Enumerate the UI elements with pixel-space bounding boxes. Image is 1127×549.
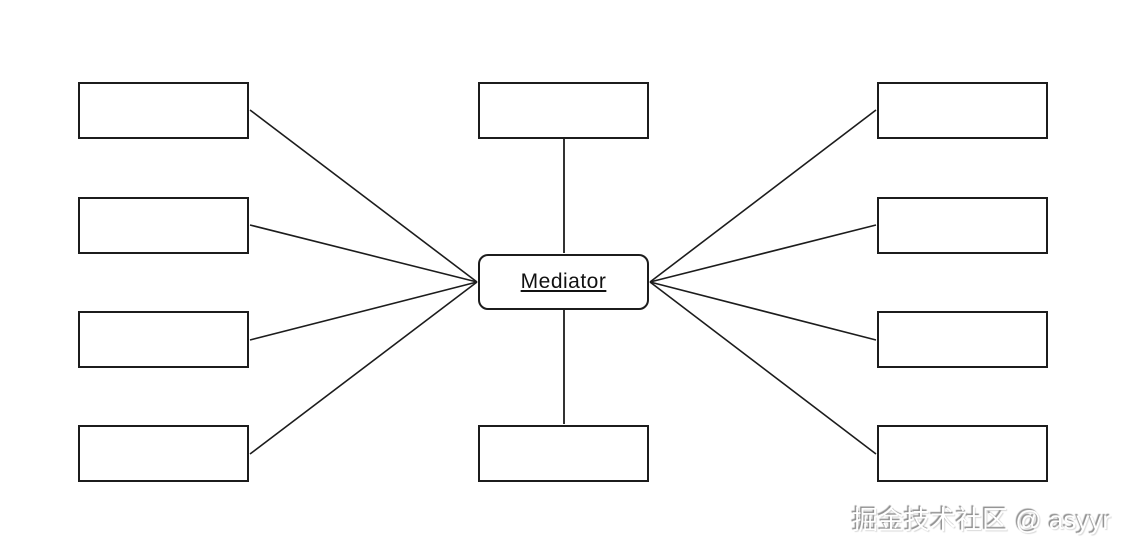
connector-left-1 bbox=[249, 109, 478, 283]
colleague-box-left-4 bbox=[78, 425, 249, 482]
connector-right-4 bbox=[649, 281, 877, 455]
connector-left-2 bbox=[249, 224, 478, 283]
connector-left-3 bbox=[249, 281, 478, 341]
colleague-box-top-center bbox=[478, 82, 649, 139]
colleague-box-right-3 bbox=[877, 311, 1048, 368]
colleague-box-right-4 bbox=[877, 425, 1048, 482]
colleague-box-right-1 bbox=[877, 82, 1048, 139]
colleague-box-left-3 bbox=[78, 311, 249, 368]
colleague-box-left-2 bbox=[78, 197, 249, 254]
connector-left-4 bbox=[249, 281, 478, 455]
connector-right-2 bbox=[649, 224, 877, 283]
connector-right-1 bbox=[649, 109, 877, 283]
watermark-text: 掘金技术社区 @ asyyr bbox=[852, 505, 1111, 535]
colleague-box-bottom-center bbox=[478, 425, 649, 482]
mediator-label: Mediator bbox=[520, 270, 607, 293]
connector-right-3 bbox=[649, 281, 877, 341]
colleague-box-left-1 bbox=[78, 82, 249, 139]
colleague-box-right-2 bbox=[877, 197, 1048, 254]
mediator-node: Mediator bbox=[478, 254, 649, 310]
